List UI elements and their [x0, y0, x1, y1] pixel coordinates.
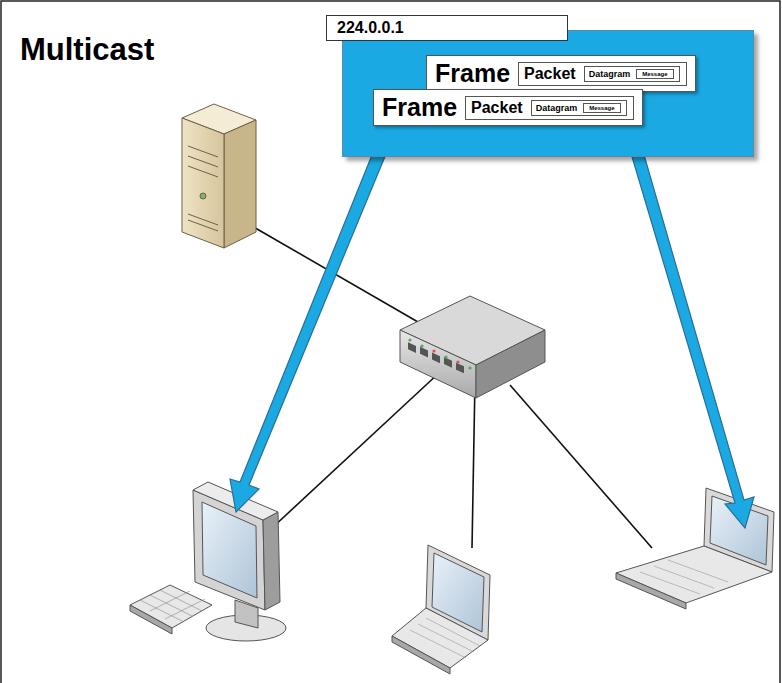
message-box: Message [583, 103, 620, 113]
layer-name: Frame [382, 93, 457, 122]
multicast-arrow [230, 148, 754, 528]
laptop-computer [392, 545, 490, 674]
server-tower [182, 104, 256, 248]
layer-name: Datagram [589, 69, 631, 79]
layer-name: Frame [435, 59, 510, 88]
diagram-title: Multicast [20, 32, 154, 68]
frame-box: Frame Packet Datagram Message [426, 55, 696, 92]
multicast-group-panel: 224.0.0.1FramePacketDatagramMessageFrame… [342, 30, 754, 157]
frame-box: Frame Packet Datagram Message [373, 89, 643, 126]
network-switch [400, 296, 545, 398]
network-cables [245, 222, 652, 548]
layer-name: Packet [471, 99, 523, 117]
group-address: 224.0.0.1 [326, 15, 568, 41]
message-box: Message [636, 69, 673, 79]
layer-name: Datagram [536, 103, 578, 113]
packet-box: Packet Datagram Message [465, 96, 633, 120]
layer-name: Packet [524, 65, 576, 83]
layer-name: Message [589, 105, 614, 111]
datagram-box: Datagram Message [584, 66, 680, 82]
packet-box: Packet Datagram Message [518, 62, 686, 86]
datagram-box: Datagram Message [531, 100, 627, 116]
layer-name: Message [642, 71, 667, 77]
desktop-computer [130, 482, 286, 641]
